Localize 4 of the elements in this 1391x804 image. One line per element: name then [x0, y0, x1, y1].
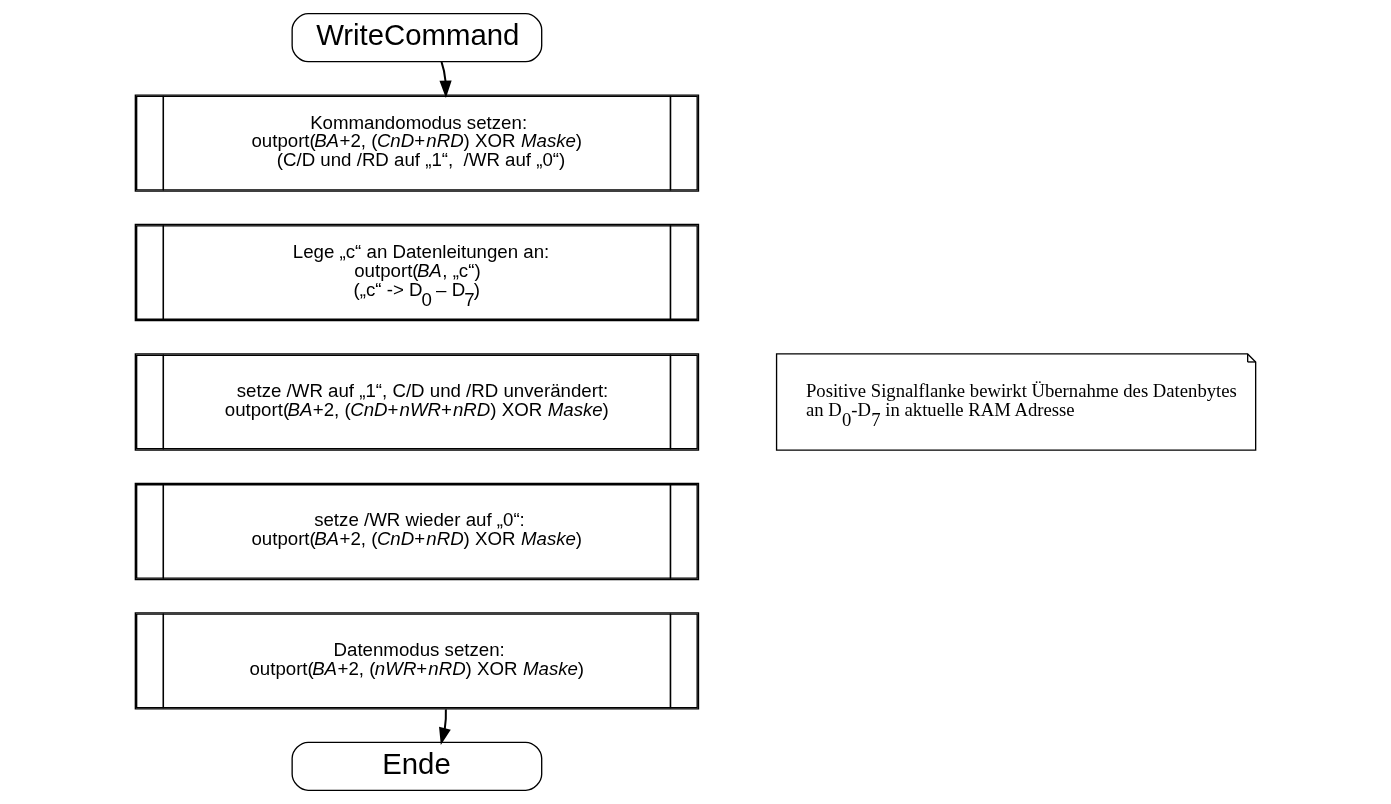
arrow [439, 708, 451, 746]
node-box: Ende [291, 741, 543, 791]
node-box: WriteCommand [291, 13, 543, 63]
arrow [439, 60, 452, 99]
